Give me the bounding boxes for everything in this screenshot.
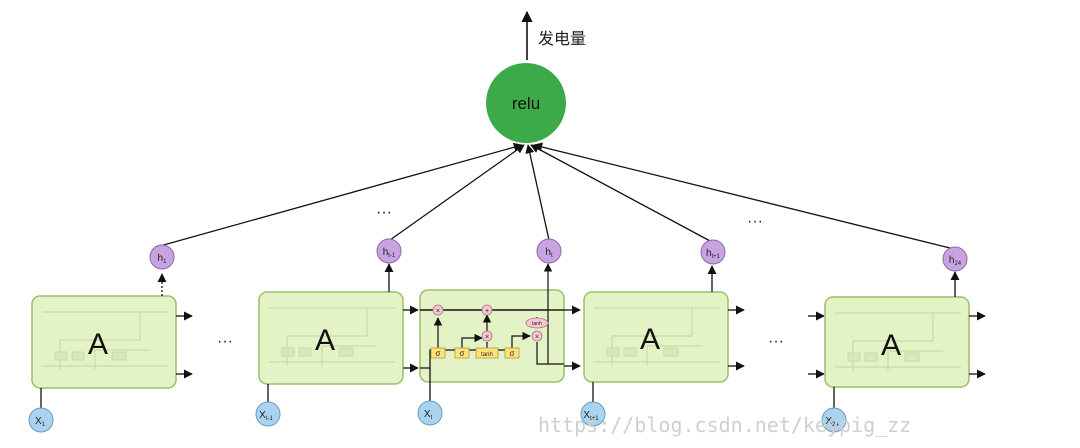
- hidden-state-ht+1: ht+1: [700, 239, 726, 265]
- svg-text:×: ×: [535, 334, 539, 341]
- svg-text:σ: σ: [436, 349, 441, 358]
- lstm-cell-1: A: [31, 273, 193, 408]
- gate-output: σ: [504, 347, 520, 359]
- hidden-state-ht: ht: [536, 238, 562, 264]
- lstm-cell-2: A: [258, 263, 419, 402]
- ht+1-to-relu-arrow: [530, 144, 713, 243]
- svg-text:×: ×: [436, 308, 440, 315]
- svg-text:ht+1: ht+1: [706, 248, 721, 260]
- svg-text:σ: σ: [510, 349, 515, 358]
- svg-text:+: +: [485, 308, 489, 315]
- ellipsis-top-right: ···: [747, 213, 763, 230]
- hidden-state-h24: h24: [942, 246, 968, 272]
- lstm-cell-4: A: [583, 265, 745, 402]
- ellipsis-right: ···: [768, 333, 784, 350]
- input-xt: Xt: [417, 400, 443, 426]
- gate-candidate: tanh: [475, 347, 499, 359]
- svg-text:×: ×: [485, 334, 489, 341]
- svg-text:X24: X24: [825, 416, 839, 428]
- svg-text:Xt: Xt: [424, 409, 433, 421]
- op-tanh: tanh: [525, 317, 549, 329]
- input-xt+1: Xt+1: [580, 401, 606, 427]
- cell-5-label: A: [881, 329, 901, 362]
- lstm-cell-5: A: [824, 271, 986, 408]
- svg-text:h1: h1: [158, 253, 168, 265]
- svg-text:tanh: tanh: [532, 321, 542, 327]
- input-x1: X1: [28, 407, 54, 433]
- svg-text:ht: ht: [545, 247, 553, 259]
- hidden-state-h1: h1: [149, 244, 175, 270]
- op-output-multiply: ×: [531, 330, 543, 342]
- svg-text:tanh: tanh: [481, 352, 493, 358]
- h24-to-relu-arrow: [533, 142, 951, 249]
- lstm-cell-expanded: σ σ tanh σ × + × ×: [419, 263, 581, 402]
- cell-2-label: A: [315, 324, 335, 357]
- input-xt-1: Xt-1: [255, 401, 281, 427]
- op-add: +: [481, 304, 493, 316]
- svg-text:X1: X1: [35, 416, 46, 428]
- ht-to-relu-arrow: [525, 144, 550, 241]
- svg-text:Xt+1: Xt+1: [583, 410, 599, 422]
- ellipsis-top-left: ···: [376, 204, 392, 221]
- svg-text:Xt-1: Xt-1: [259, 410, 273, 422]
- watermark: https://blog.csdn.net/keypig_zz: [538, 413, 911, 437]
- ellipsis-left: ···: [217, 333, 233, 350]
- gate-input: σ: [454, 347, 470, 359]
- gate-forget: σ: [430, 347, 446, 359]
- h1-to-relu-arrow: [159, 142, 523, 247]
- relu-node: [486, 63, 566, 143]
- svg-text:σ: σ: [460, 349, 465, 358]
- cell-1-label: A: [88, 328, 108, 361]
- op-forget-multiply: ×: [432, 304, 444, 316]
- input-x24: X24: [821, 407, 847, 433]
- op-input-multiply: ×: [481, 330, 493, 342]
- svg-text:h24: h24: [949, 255, 962, 267]
- relu-label: relu: [512, 94, 540, 113]
- ht-1-to-relu-arrow: [389, 144, 525, 241]
- hidden-state-ht-1: ht-1: [376, 238, 402, 264]
- svg-text:ht-1: ht-1: [383, 247, 396, 259]
- cell-4-label: A: [640, 323, 660, 356]
- output-label: 发电量: [538, 30, 586, 48]
